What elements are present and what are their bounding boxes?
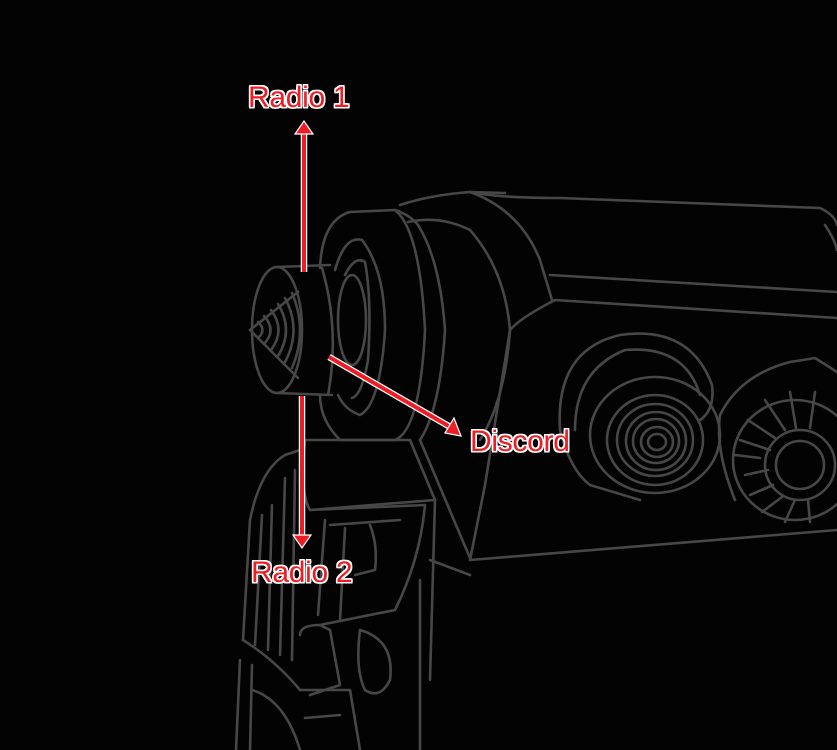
trigger-drawing: [234, 438, 472, 750]
arrow-diagonal: [327, 354, 462, 437]
radio-1-label: Radio 1: [248, 81, 350, 114]
hat-switch-drawing: [248, 190, 512, 442]
arrow-up: [293, 119, 315, 272]
stick-body-drawing: [418, 190, 837, 562]
arrow-down: [291, 396, 313, 550]
discord-label: Discord: [470, 425, 570, 458]
radio-2-label: Radio 2: [251, 556, 353, 589]
